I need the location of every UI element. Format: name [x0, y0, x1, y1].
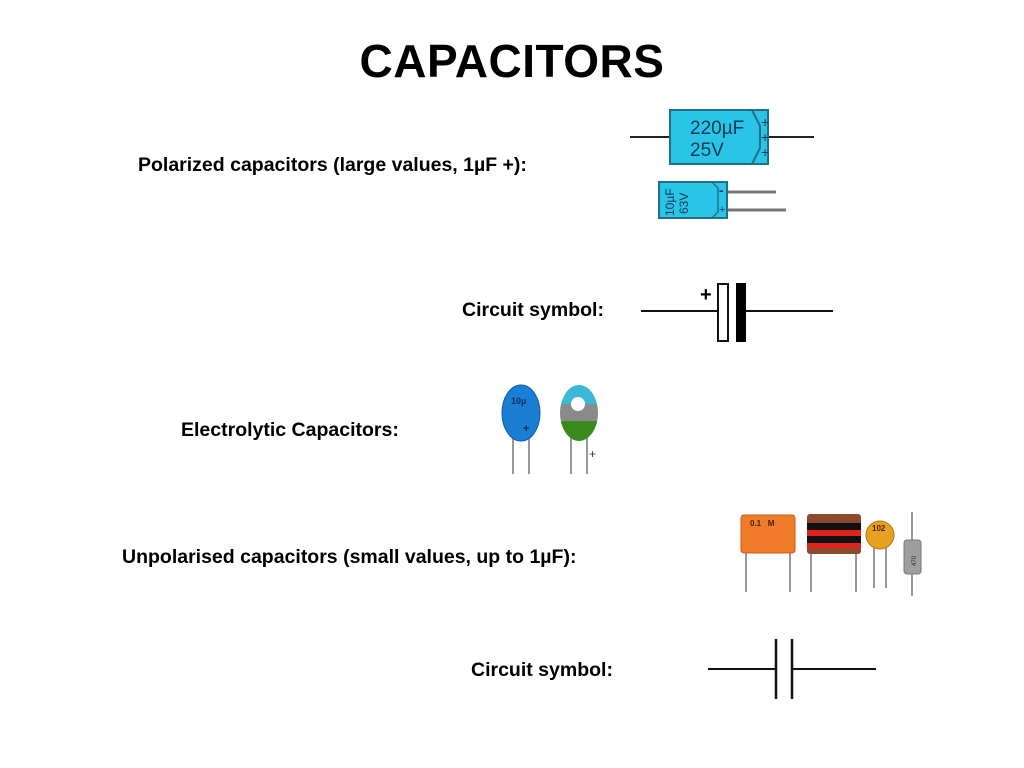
electrolytic-capacitors-image: 10µ + +: [501, 384, 598, 474]
small-cap-voltage-text: 63V: [677, 193, 691, 214]
polarized-capacitors-label: Polarized capacitors (large values, 1µF …: [138, 154, 527, 176]
polarized-capacitor-symbol: +: [641, 283, 833, 342]
axial-cap-marking: 470: [912, 555, 918, 566]
unpolarised-capacitor-symbol: [708, 639, 876, 699]
large-cap-voltage-text: 25V: [690, 140, 724, 161]
small-cap-value-text: 10µF: [663, 188, 677, 216]
large-cap-plus-mark: +: [761, 144, 769, 160]
electrolytic-capacitors-label: Electrolytic Capacitors:: [181, 419, 399, 441]
unpolarised-capacitors-image: 0.1 M 102 470: [740, 512, 922, 596]
tantalum-plus-mark: +: [523, 423, 529, 435]
small-polarized-capacitor-image: 10µF 63V - +: [658, 181, 786, 219]
green-tantalum-plus-mark: +: [589, 447, 596, 461]
film-cap-marking: 0.1 M: [750, 519, 775, 528]
large-cap-plus-mark: +: [761, 114, 769, 130]
small-cap-plus-mark: +: [719, 204, 725, 216]
unpolarised-capacitors-label: Unpolarised capacitors (small values, up…: [122, 546, 577, 568]
unpolarised-circuit-symbol-label: Circuit symbol:: [471, 659, 613, 681]
ceramic-cap-marking: 102: [872, 524, 886, 533]
polarized-circuit-symbol-label: Circuit symbol:: [462, 299, 604, 321]
large-cap-plus-mark: +: [761, 129, 769, 145]
large-cap-value-text: 220µF: [690, 118, 744, 139]
small-cap-minus-mark: -: [719, 182, 724, 198]
tantalum-value-text: 10µ: [511, 396, 526, 406]
slide-title: CAPACITORS: [359, 35, 665, 87]
symbol-plus-mark: +: [700, 284, 712, 306]
large-polarized-capacitor-image: 220µF 25V + + +: [630, 109, 814, 165]
